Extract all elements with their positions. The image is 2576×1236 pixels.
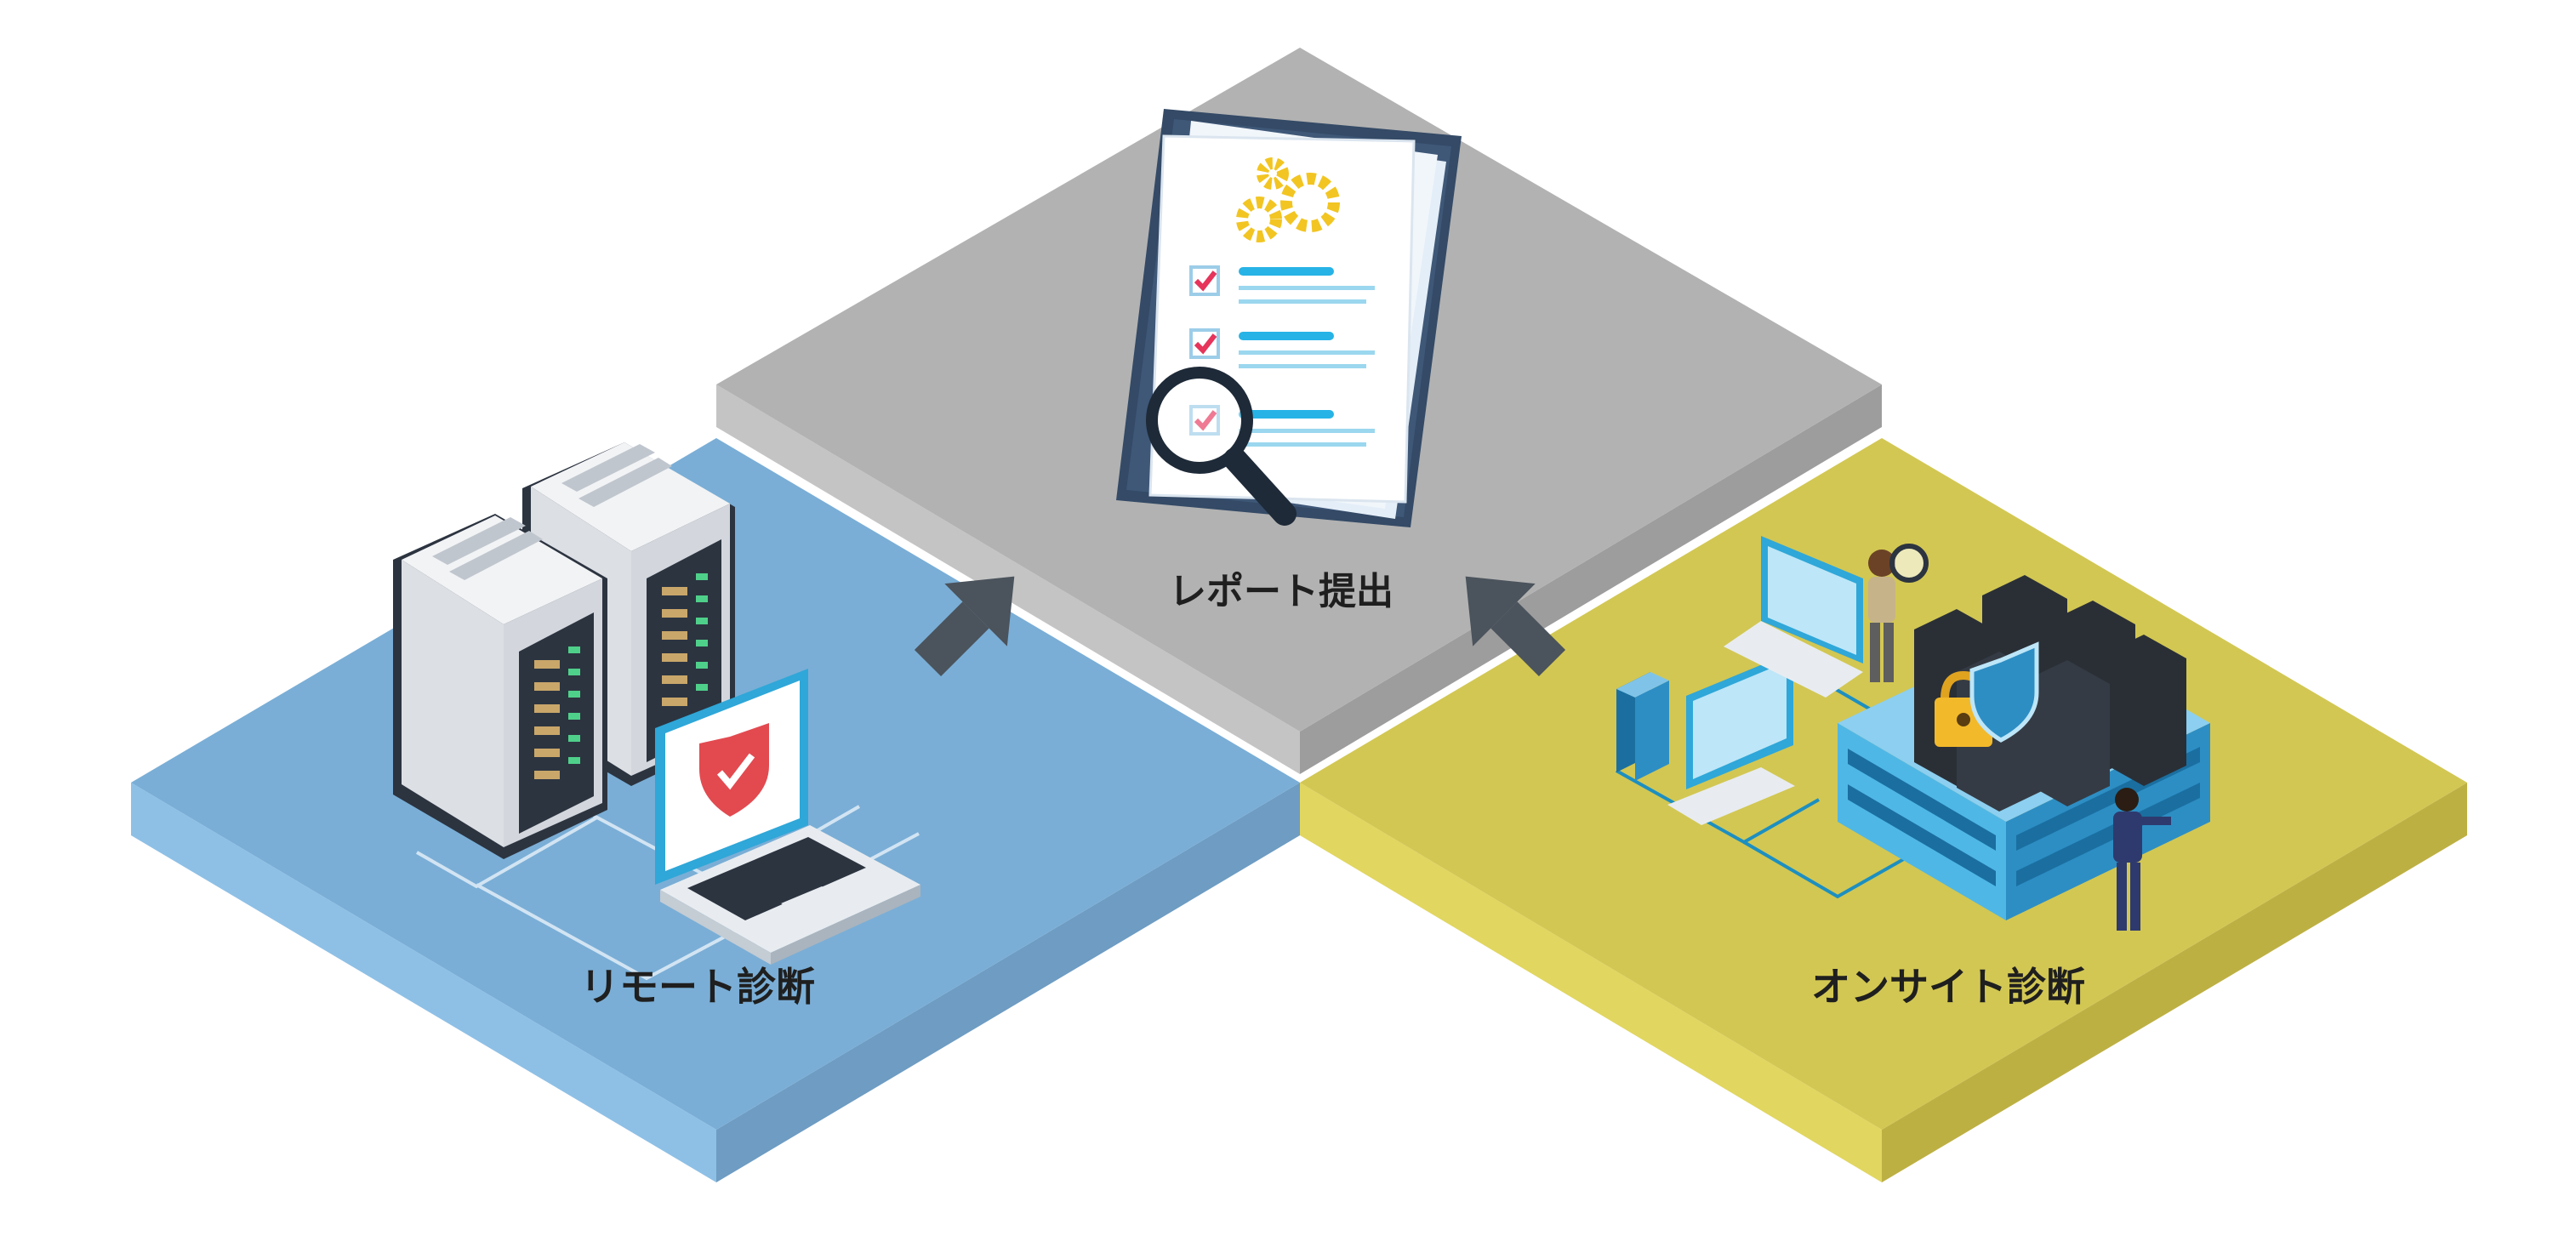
magnifier-icon xyxy=(1146,367,1297,526)
remote-platform-side-right xyxy=(716,783,1300,1182)
laptop-icon xyxy=(1724,536,1863,698)
report-platform-side-right xyxy=(1300,384,1882,774)
onsite-zone-label: オンサイト診断 xyxy=(1811,964,2085,1010)
datacenter-building-icon xyxy=(1838,575,2210,920)
laptop-shield-icon xyxy=(655,669,920,965)
onsite-platform-side-left xyxy=(1300,783,1882,1182)
shield-icon xyxy=(699,723,769,817)
remote-zone-label: リモート診断 xyxy=(580,964,815,1010)
server-rack-icon xyxy=(393,514,607,859)
gear-icon xyxy=(1236,157,1340,242)
inspector-person-icon xyxy=(1868,544,1929,682)
arrow-onsite-to-report xyxy=(1465,576,1566,677)
shield-icon xyxy=(1969,641,2039,743)
arrow-remote-to-report xyxy=(914,576,1015,677)
clipboard-report-icon xyxy=(1116,109,1462,527)
inspector-person-icon xyxy=(2113,788,2171,931)
checklist xyxy=(1189,265,1375,447)
remote-platform-side-left xyxy=(131,783,716,1182)
onsite-platform-side-right xyxy=(1882,783,2467,1182)
report-zone-label: レポート提出 xyxy=(1169,570,1393,613)
desktop-computer-icon xyxy=(1616,652,1795,825)
